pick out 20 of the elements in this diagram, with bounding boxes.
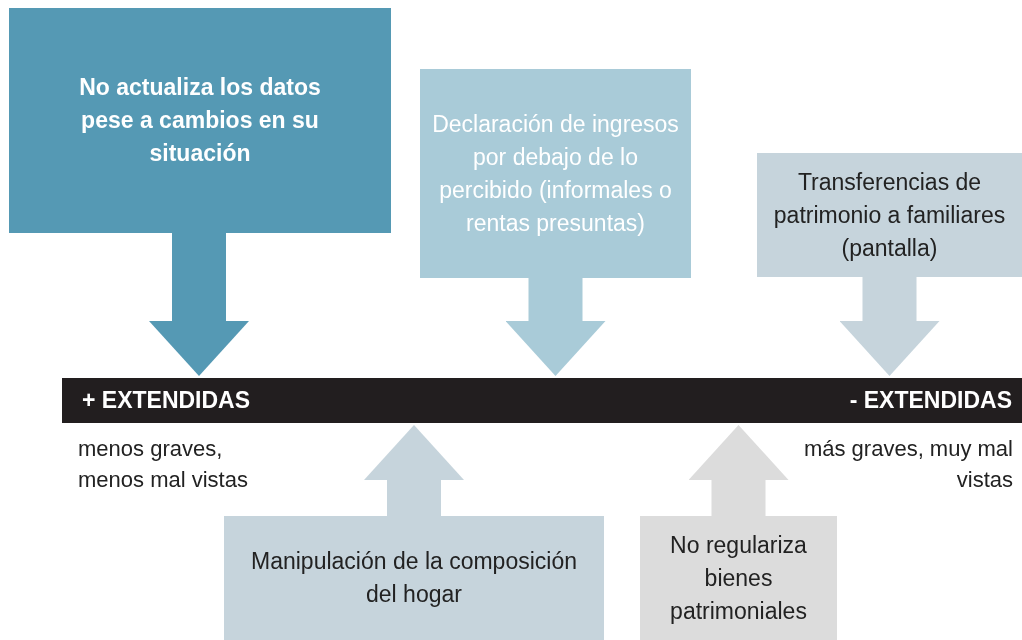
scale-note: menos graves, menos mal vistas <box>78 435 249 494</box>
scale-bar <box>62 378 1022 423</box>
cause-text: Transferencias de patrimonio a familiares (pantalla) <box>772 167 1007 263</box>
block-arrow <box>364 425 464 516</box>
block-arrow <box>839 277 940 376</box>
scale-note: más graves, muy mal vistas <box>803 435 1013 494</box>
cause-box <box>640 516 837 640</box>
cause-box <box>420 69 691 278</box>
cause-text: No actualiza los datos pese a cambios en su situación <box>79 73 321 168</box>
cause-text: Manipulación de la composición del hogar <box>250 547 578 609</box>
cause-text: No regulariza bienes patrimoniales <box>669 530 808 626</box>
block-arrow <box>505 278 606 376</box>
cause-box <box>224 516 604 640</box>
cause-box <box>757 153 1022 277</box>
cause-text: Declaración de ingresos por debajo de lo percibido (informales o rentas presuntas) <box>431 109 680 238</box>
block-arrow <box>688 425 789 516</box>
block-arrow <box>149 233 249 376</box>
scale-end-label: + EXTENDIDAS <box>82 386 251 415</box>
cause-box <box>9 8 391 233</box>
scale-end-label: - EXTENDIDAS <box>849 386 1012 415</box>
